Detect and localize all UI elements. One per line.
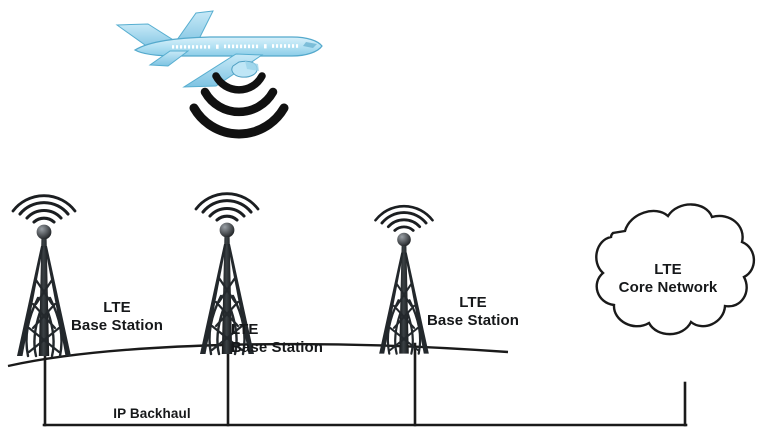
tower-3-label: LTE Base Station: [427, 294, 519, 329]
tower-1-label-line2: Base Station: [70, 316, 164, 334]
tower-2-label-line1: LTE: [231, 321, 259, 338]
core-network-label-line2: Core Network: [618, 278, 718, 296]
core-network-label: LTE Core Network: [619, 261, 718, 296]
tower-3-label-line2: Base Station: [426, 311, 520, 329]
core-network-label-line1: LTE: [654, 261, 682, 278]
tower-2-label: LTE Base Station: [231, 321, 323, 356]
lte-tower-1: [11, 194, 77, 358]
lte-core-network-cloud: [595, 203, 756, 336]
tower-2-label-line2: Base Station: [231, 338, 324, 356]
aircraft-icon: [115, 10, 323, 88]
tower-1-label-line1: LTE: [103, 299, 131, 316]
lte-tower-3: [374, 204, 434, 356]
aircraft-signal-arcs: [189, 72, 289, 139]
tower-1-label: LTE Base Station: [71, 299, 163, 334]
ip-backhaul-label: IP Backhaul: [113, 406, 191, 421]
tower-3-label-line1: LTE: [459, 294, 487, 311]
